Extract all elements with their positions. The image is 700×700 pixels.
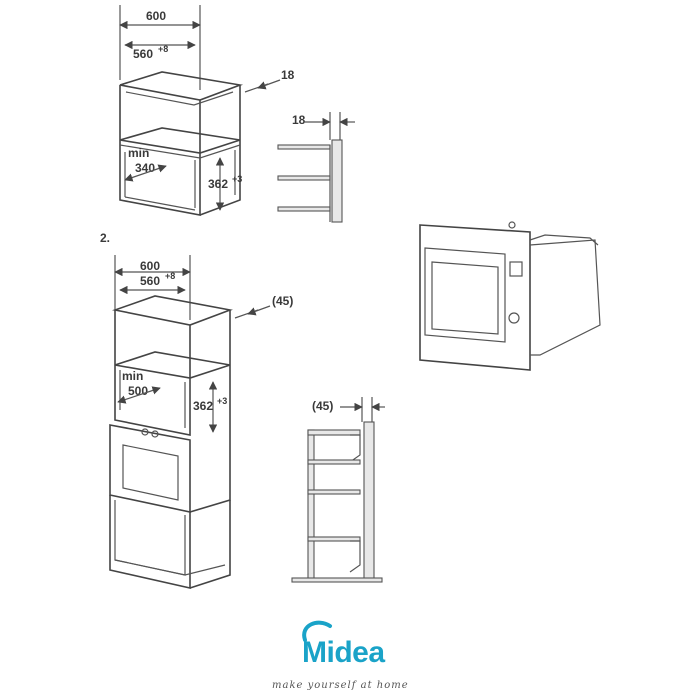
d2-opening-height: 362 bbox=[193, 399, 213, 413]
diagram-2-tall-cabinet: 600 560 +8 (45) min 500 362 +3 bbox=[109, 255, 293, 589]
built-in-microwave bbox=[419, 221, 601, 371]
d2-inner-width-tol: +8 bbox=[165, 271, 175, 281]
d1-panel-thickness: 18 bbox=[281, 68, 295, 82]
midea-logo-mark bbox=[302, 620, 332, 642]
d2-side-panel-thickness: (45) bbox=[312, 399, 333, 413]
d2-opening-height-tol: +3 bbox=[217, 396, 227, 406]
diagram-2-side-profile: (45) bbox=[291, 397, 385, 583]
diagram-1-side-profile: 18 bbox=[277, 112, 355, 223]
d1-min-label: min bbox=[128, 146, 149, 160]
brand-logo: Midea bbox=[302, 636, 385, 669]
d2-inner-width: 560 bbox=[140, 274, 160, 288]
d1-inner-width-tol: +8 bbox=[158, 44, 168, 54]
d2-panel-thickness: (45) bbox=[272, 294, 293, 308]
d1-opening-height-tol: +3 bbox=[232, 174, 242, 184]
brand-tagline: make yourself at home bbox=[272, 680, 409, 691]
d2-min-label: min bbox=[122, 369, 143, 383]
d2-outer-width: 600 bbox=[140, 259, 160, 273]
d1-inner-width: 560 bbox=[133, 47, 153, 61]
step-2-label: 2. bbox=[100, 231, 111, 245]
d1-side-panel-thickness: 18 bbox=[292, 113, 306, 127]
d1-outer-width: 600 bbox=[146, 9, 166, 23]
d1-opening-height: 362 bbox=[208, 177, 228, 191]
diagram-1-cabinet: 600 560 +8 18 min 340 362 +3 bbox=[119, 5, 295, 216]
